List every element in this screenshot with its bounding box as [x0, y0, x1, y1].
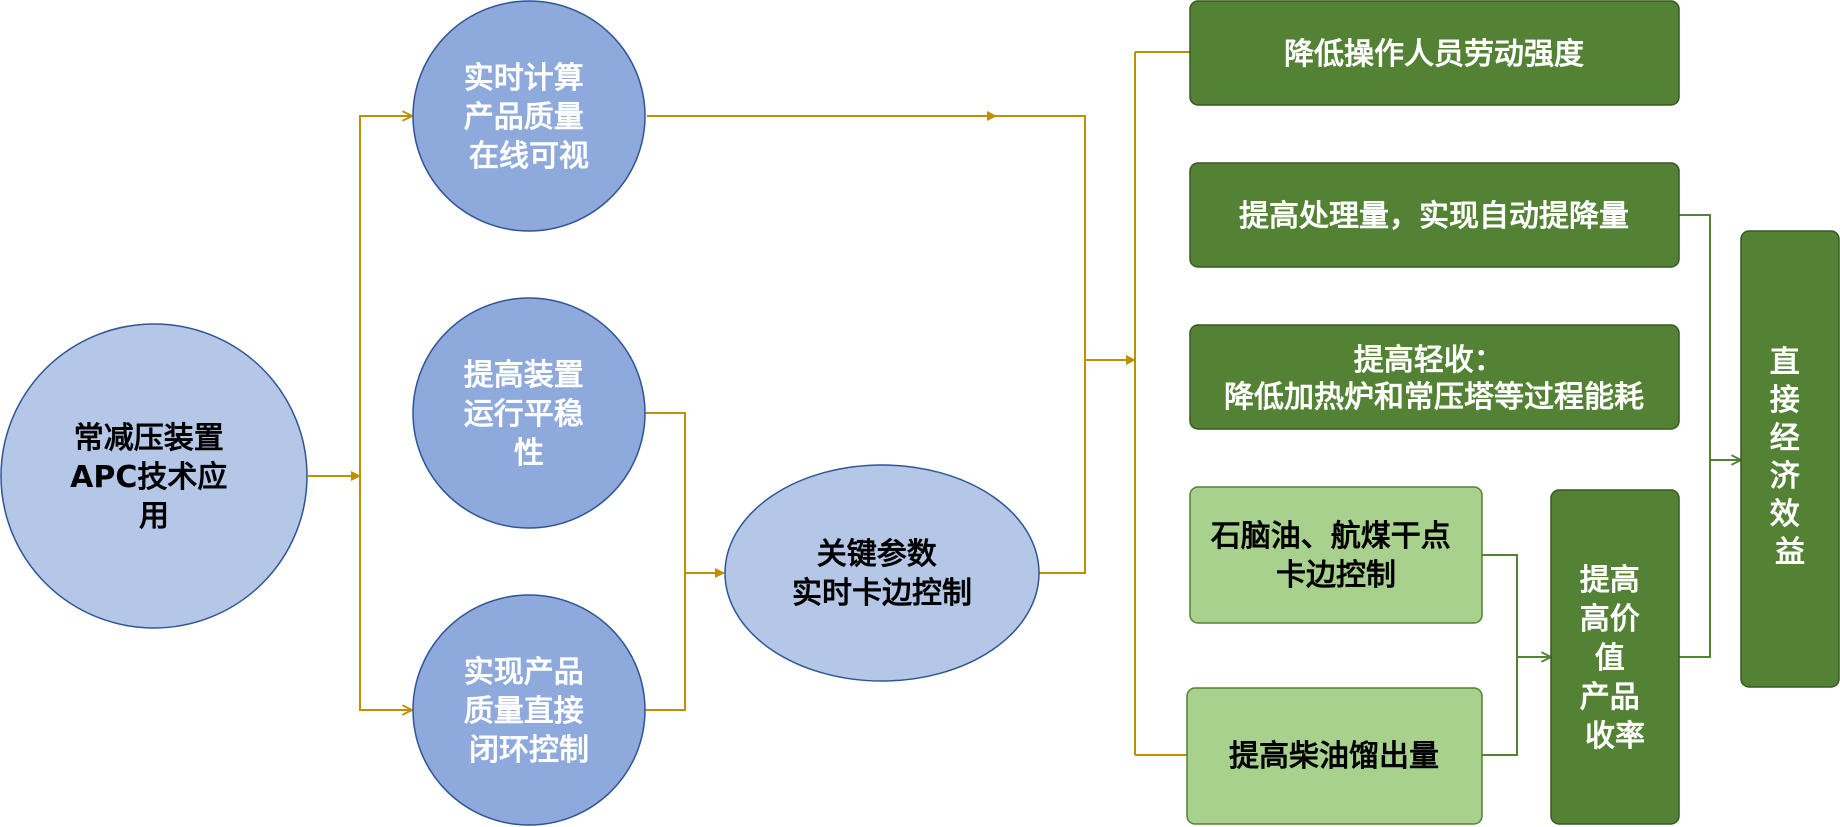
- svg-text:常减压装置 APC技术应 用: 常减压装置 APC技术应 用: [70, 421, 238, 534]
- realtime-calc-label-line-3: 在线可视: [469, 139, 589, 174]
- node-realtime-calc: 实时计算 产品质量 在线可视: [412, 0, 646, 232]
- svg-text:提高 高价 值 产品: 提高 高价 值 产品 收率: [1580, 563, 1650, 754]
- economic-label-line-2: 接: [1770, 383, 1800, 418]
- connector-stability-out: [645, 412, 686, 573]
- economic-label-line-5: 效: [1770, 497, 1800, 532]
- svg-text:关键参数 实时卡边控制: 关键参数 实时卡边控制: [792, 537, 972, 611]
- key-params-label-line-2: 实时卡边控制: [792, 576, 972, 611]
- connector-key-params-out: [1039, 360, 1086, 574]
- connectors-gold: [308, 51, 1190, 756]
- box-throughput: 提高处理量，实现自动提降量: [1189, 162, 1680, 268]
- box-economic-benefit: 直 接 经 济 效 益: [1740, 230, 1840, 688]
- closed-loop-label-line-1: 实现产品: [464, 655, 584, 690]
- key-params-label-line-1: 关键参数: [817, 537, 938, 572]
- box-naphtha: 石脑油、航煤干点 卡边控制: [1189, 486, 1483, 624]
- economic-label-line-6: 益: [1775, 535, 1805, 570]
- closed-loop-label-line-2: 质量直接: [464, 694, 584, 729]
- reduce-labor-label: 降低操作人员劳动强度: [1284, 37, 1584, 72]
- box-high-value: 提高 高价 值 产品 收率: [1550, 489, 1680, 825]
- connector-apc-branch-up: [359, 116, 412, 476]
- high-value-label-line-2: 高价: [1580, 602, 1640, 637]
- closed-loop-label-line-3: 闭环控制: [469, 733, 589, 768]
- realtime-calc-label-line-1: 实时计算: [464, 61, 584, 96]
- svg-text:直 接 经 济: 直 接 经 济 效 益: [1770, 345, 1810, 570]
- economic-label-line-1: 直: [1770, 345, 1800, 380]
- connector-diesel-out: [1482, 657, 1518, 756]
- realtime-calc-label-line-2: 产品质量: [464, 100, 584, 135]
- naphtha-label-line-1: 石脑油、航煤干点: [1210, 519, 1451, 554]
- connector-apc-branch-down: [359, 476, 412, 710]
- naphtha-label-line-2: 卡边控制: [1276, 558, 1396, 593]
- svg-text:实现产品 质量直接 闭环控制: 实现产品 质量直接 闭环控制: [464, 655, 594, 768]
- high-value-label-line-5: 收率: [1585, 719, 1645, 754]
- box-diesel: 提高柴油馏出量: [1186, 687, 1483, 825]
- light-yield-label-line-1: 提高轻收：: [1354, 343, 1504, 378]
- svg-text:提高柴油馏出量: 提高柴油馏出量: [1229, 739, 1439, 774]
- connector-throughput-out: [1679, 214, 1711, 460]
- apc-label-line-1: 常减压装置: [74, 421, 224, 456]
- stability-label-line-2: 运行平稳: [464, 397, 584, 432]
- economic-label-line-3: 经: [1770, 421, 1800, 456]
- stability-label-line-3: 性: [514, 436, 544, 471]
- high-value-label-line-1: 提高: [1580, 563, 1640, 598]
- svg-text:石脑油、航煤干点 卡边控制: 石脑油、航煤干点 卡边控制: [1210, 519, 1461, 593]
- apc-label-line-2: APC技术应: [70, 460, 227, 495]
- diesel-label: 提高柴油馏出量: [1229, 739, 1439, 774]
- connector-naphtha-out: [1482, 554, 1518, 657]
- light-yield-label-line-2: 降低加热炉和常压塔等过程能耗: [1224, 380, 1644, 415]
- connectors-green: [1482, 214, 1741, 756]
- apc-label-line-3: 用: [139, 499, 169, 534]
- node-key-params: 关键参数 实时卡边控制: [724, 464, 1040, 682]
- high-value-label-line-3: 值: [1595, 641, 1625, 676]
- svg-text:降低操作人员劳动强度: 降低操作人员劳动强度: [1284, 37, 1584, 72]
- node-closed-loop: 实现产品 质量直接 闭环控制: [412, 594, 646, 826]
- box-reduce-labor: 降低操作人员劳动强度: [1189, 0, 1680, 106]
- economic-label-line-4: 济: [1770, 459, 1801, 494]
- node-apc: 常减压装置 APC技术应 用: [0, 323, 308, 629]
- svg-text:提高处理量，实现自动提降量: 提高处理量，实现自动提降量: [1239, 199, 1629, 234]
- svg-text:提高装置 运行平稳 性: 提高装置 运行平稳 性: [464, 358, 594, 471]
- stability-label-line-1: 提高装置: [464, 358, 584, 393]
- box-light-yield: 提高轻收： 降低加热炉和常压塔等过程能耗: [1189, 324, 1680, 430]
- high-value-label-line-4: 产品: [1580, 680, 1640, 715]
- connector-realtime-to-join: [996, 115, 1086, 360]
- connector-high-value-out: [1679, 460, 1711, 658]
- svg-text:实时计算 产品质量 在线可视: 实时计算 产品质量 在线可视: [464, 61, 594, 174]
- connector-closed-loop-out: [645, 573, 686, 711]
- throughput-label: 提高处理量，实现自动提降量: [1239, 199, 1629, 234]
- node-stability: 提高装置 运行平稳 性: [412, 297, 646, 529]
- svg-text:提高轻收： 降低加热炉和常压塔等过程能耗: 提高轻收： 降低加热炉和常压塔等过程能耗: [1224, 343, 1644, 415]
